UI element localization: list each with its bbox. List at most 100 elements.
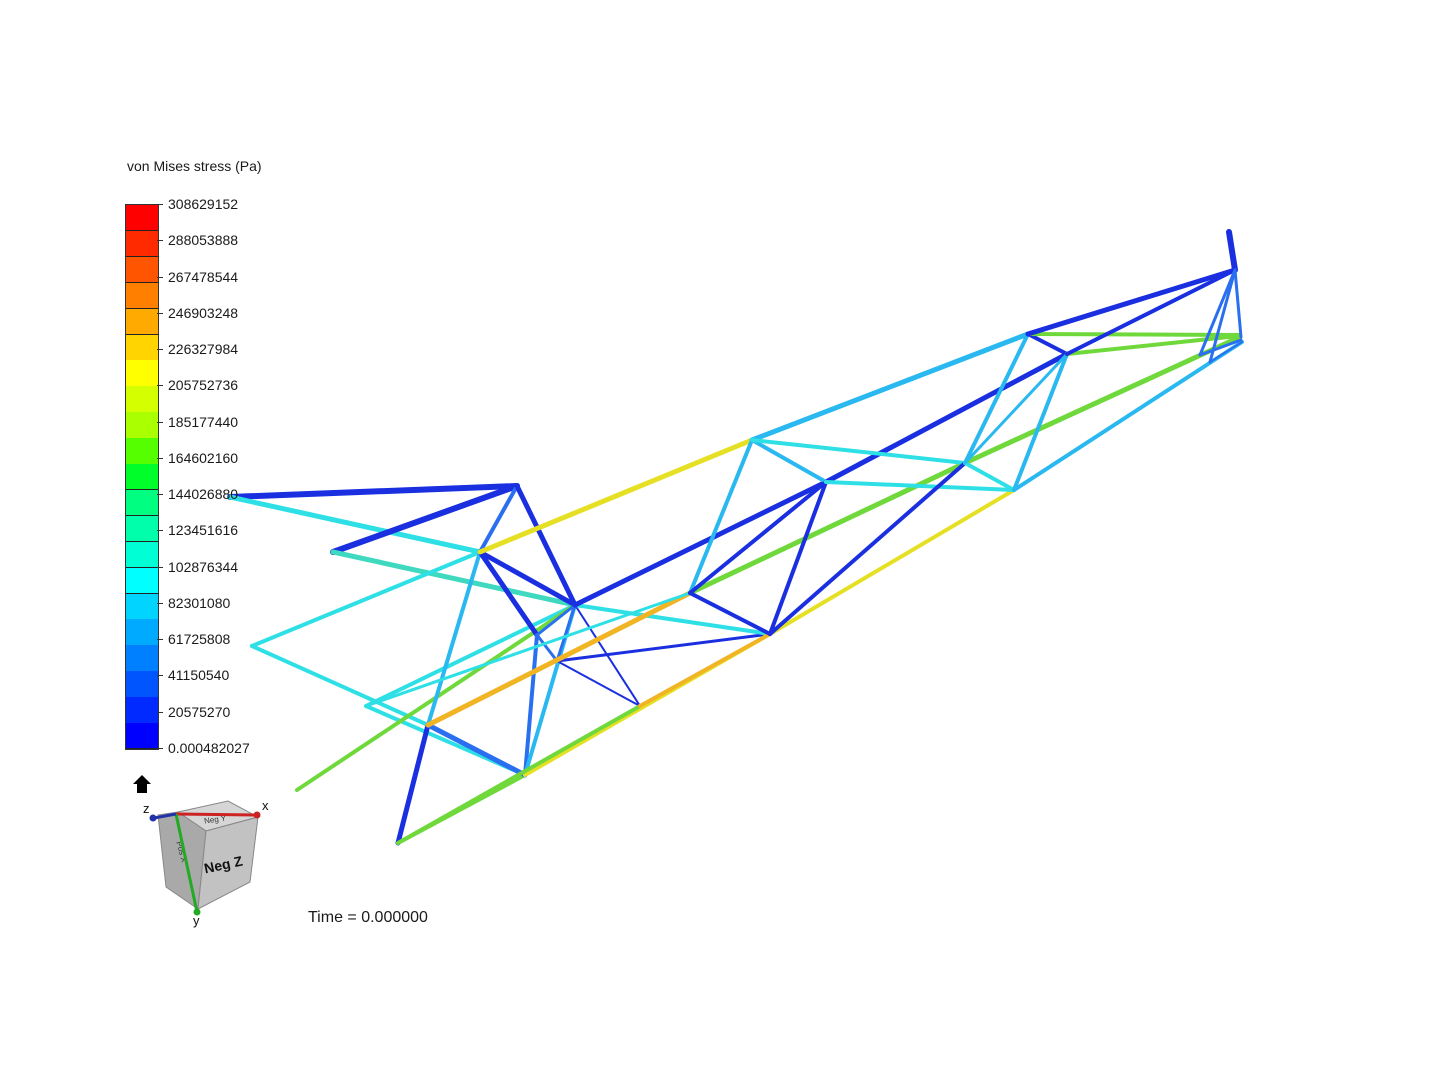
truss-member [768,461,967,636]
truss-member [556,660,641,707]
y-axis-tip [193,908,201,916]
truss-member [1026,332,1069,356]
legend-tick-label: 20575270 [168,703,231,720]
truss-member [250,550,482,648]
legend-color-cell [126,334,158,361]
color-legend-bar [125,204,159,750]
legend-tick-label: 164602160 [168,449,239,466]
truss-member [688,591,772,636]
truss-member [1065,334,1240,356]
truss-member [1198,268,1237,357]
truss-member [555,632,772,663]
truss-member [749,331,1031,443]
legend-color-cell [126,282,158,310]
truss-member [426,550,482,727]
truss-member [963,352,1069,465]
legend-color-cell [126,412,158,439]
legend-color-cell [126,308,158,335]
legend-tick-label: 267478544 [168,268,239,285]
truss-member [638,632,772,708]
legend-tick-mark [157,639,163,641]
legend-color-cell [126,256,158,284]
z-axis-label: z [143,801,150,816]
truss-member [1226,229,1238,273]
legend-tick-mark [157,566,163,568]
legend-color-cell [126,360,158,387]
truss-member [962,334,1243,466]
truss-member [535,603,577,637]
truss-member [514,483,578,608]
truss-member [250,644,430,727]
truss-member [824,480,1016,492]
truss-member [768,480,828,636]
legend-tick-label: 82301080 [168,594,231,611]
x-axis-label: x [262,798,269,813]
truss-member [477,549,578,608]
home-icon [133,775,151,793]
legend-tick-mark [157,312,163,314]
truss-member [688,438,754,595]
legend-color-cell [126,671,158,698]
truss-member [555,603,577,663]
legend-tick-label: 288053888 [168,232,239,249]
cube-front-face[interactable] [197,816,259,910]
legend-tick-label: 102876344 [168,558,239,575]
truss-member [573,603,772,636]
truss-member [1012,340,1244,492]
time-label: Time = 0.000000 [308,909,428,926]
truss-member [396,704,642,845]
y-axis-line [174,813,199,913]
truss-member [1012,352,1069,492]
truss-member [1025,267,1238,337]
legend-tick-mark [157,240,163,242]
z-axis-line [153,812,177,820]
truss-member [330,549,578,608]
x-axis-tip [253,811,261,819]
truss-member [478,484,519,554]
truss-member [1065,268,1237,356]
legend-tick-mark [157,385,163,387]
legend-tick-mark [157,748,163,749]
truss-member [227,494,483,555]
home-view-button[interactable] [131,773,153,795]
truss-member [750,438,967,465]
truss-member [364,591,692,708]
truss-member [477,437,755,555]
view-orientation-cube[interactable]: Neg Z Neg Y Pos X x y z [130,795,280,930]
legend-color-cell [126,593,158,620]
truss-member [1209,341,1243,363]
legend-color-cell [126,697,158,724]
legend-color-cell [126,567,158,595]
legend-color-cell [126,438,158,465]
legend-tick-mark [157,530,163,532]
legend-tick-label: 205752736 [168,377,239,394]
legend-color-cell [126,230,158,258]
x-axis-line [175,812,257,817]
truss-member [823,351,1070,485]
z-axis-tip [149,814,157,822]
legend-tick-label: 0.000482027 [168,740,250,756]
legend-tick-mark [157,204,163,205]
truss-member [227,483,520,500]
y-axis-label: y [193,913,200,928]
legend-color-cell [126,464,158,491]
truss-member [364,603,577,708]
legend-tick-label: 41150540 [168,667,230,684]
legend-tick-label: 123451616 [168,522,239,539]
legend-color-cell [126,645,158,672]
legend-tick-mark [157,675,163,677]
truss-member [477,549,540,638]
legend-color-cell [126,386,158,413]
truss-member [963,461,1016,492]
truss-member [425,722,528,778]
legend-title: von Mises stress (Pa) [127,158,262,174]
legend-tick-mark [157,349,163,351]
truss-member [1198,338,1243,357]
legend-color-cell [126,515,158,543]
legend-tick-mark [157,602,163,604]
legend-tick-mark [157,494,163,496]
legend-color-cell [126,489,158,517]
truss-member [1208,268,1237,364]
legend-tick-label: 61725808 [168,631,231,648]
